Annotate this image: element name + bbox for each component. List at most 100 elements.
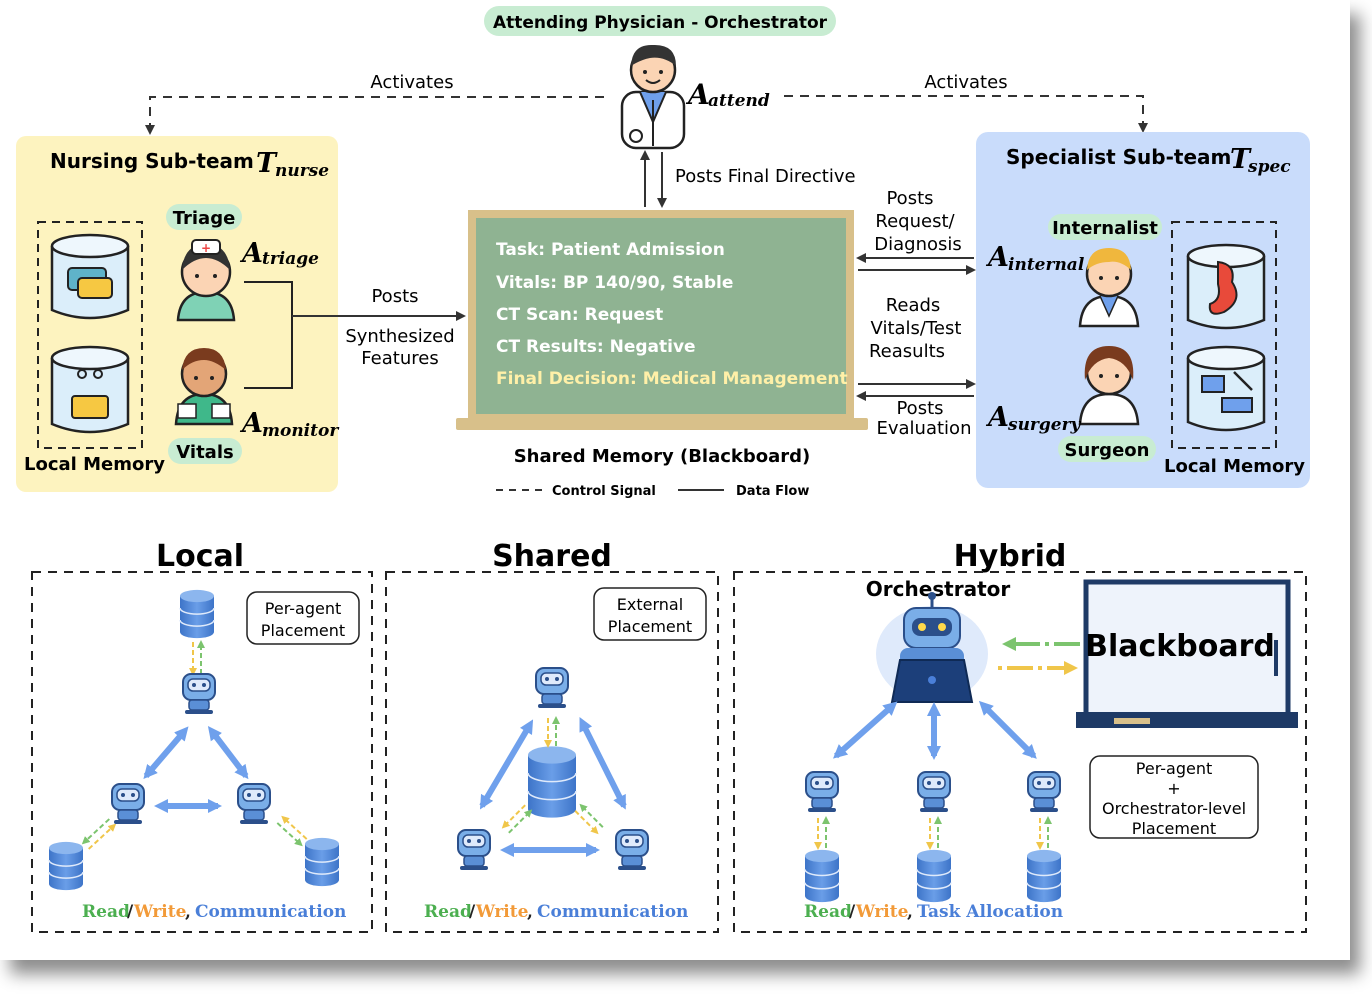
local-agent-left [111, 783, 145, 824]
reads-line1: Reads [886, 295, 941, 316]
triage-symbol: A [239, 238, 263, 269]
shared-memory-caption: Shared Memory (Blackboard) [514, 446, 811, 467]
hybrid-agent-2 [917, 771, 951, 812]
local-title: Local [156, 539, 244, 574]
legend-data-label: Data Flow [736, 484, 809, 499]
bb-line-ctscan: CT Scan: Request [496, 305, 663, 325]
local-right-db-arrow-read [276, 822, 303, 847]
internalist-doctor-icon [1078, 248, 1140, 328]
local-legend-comma: , [185, 902, 191, 922]
hybrid-legend-comma: , [907, 902, 913, 922]
blackboard-surface [476, 218, 846, 414]
local-legend-slash: / [127, 902, 134, 922]
bb-line-ctresults: CT Results: Negative [496, 337, 696, 357]
hybrid-db-1 [804, 849, 840, 903]
surgeon-pill-label: Surgeon [1065, 440, 1150, 461]
hybrid-orchestrator-label: Orchestrator [866, 577, 1011, 601]
shared-title: Shared [492, 539, 612, 574]
local-comm-arrow-left [143, 726, 189, 780]
local-db-top [179, 589, 215, 639]
hybrid-legend-slash: / [849, 902, 856, 922]
internal-symbol: A [985, 242, 1009, 273]
features-label: Features [361, 348, 438, 369]
nursing-team-symbol: T [256, 148, 278, 179]
orchestrator-pill [484, 6, 836, 36]
nursing-local-memory-box [37, 221, 143, 449]
hybrid-agent-graph [804, 700, 1062, 903]
hybrid-placement-box [1089, 755, 1259, 839]
hybrid-blackboard-label: Blackboard [1085, 629, 1275, 664]
hybrid-box-line1: Per-agent [1136, 759, 1212, 778]
hybrid-task-arrow-right [978, 700, 1037, 759]
bb-line-final: Final Decision: Medical Management [496, 369, 848, 389]
surgeon-doctor-icon [1078, 346, 1140, 426]
posts-final-directive-label: Posts Final Directive [675, 166, 856, 187]
reads-line2: Vitals/Test [871, 318, 962, 339]
shared-legend-write: Write [475, 902, 529, 922]
shared-legend-slash: / [469, 902, 476, 922]
specialist-team-symbol: T [1230, 144, 1252, 175]
stomach-database-icon [1186, 243, 1266, 330]
hybrid-legend-read: Read [804, 902, 852, 922]
req-line1: Posts [886, 188, 933, 209]
attend-subscript: attend [708, 91, 770, 111]
hybrid-box-line2: + [1167, 779, 1180, 798]
surgery-subscript: surgery [1007, 415, 1082, 435]
activates-right-label: Activates [924, 72, 1007, 93]
shared-agent-left [457, 829, 491, 870]
hybrid-legend-task: Task Allocation [917, 902, 1063, 922]
shared-legend-comm: Communication [537, 902, 688, 922]
shared-right-db-arrow-write [574, 810, 599, 835]
shared-agent-graph [457, 667, 649, 870]
internal-subscript: internal [1008, 255, 1085, 275]
nurse-cross-icon: + [201, 241, 211, 255]
shared-comm-arrow-left [479, 719, 534, 810]
shared-db-center [527, 746, 577, 818]
hybrid-agent-1 [805, 771, 839, 812]
local-agent-graph [48, 589, 340, 891]
local-agent-top [182, 673, 216, 714]
specialist-title: Specialist Sub-team [1006, 145, 1231, 169]
eval-line2: Evaluation [877, 418, 972, 439]
nursing-team-subscript: nurse [275, 161, 329, 181]
shared-left-db-arrow-read [508, 809, 533, 834]
eval-line1: Posts [896, 398, 943, 419]
architecture-diagram: Attending Physician - Orchestrator A att… [16, 6, 1310, 933]
triage-subscript: triage [262, 249, 319, 269]
bb-line-task: Task: Patient Admission [496, 240, 725, 260]
posts-label: Posts [371, 286, 418, 307]
local-box-line2: Placement [261, 621, 345, 640]
local-db-right [304, 837, 340, 887]
surgery-symbol: A [985, 402, 1009, 433]
bb-line-vitals: Vitals: BP 140/90, Stable [496, 273, 733, 293]
specialist-local-memory-box [1171, 221, 1277, 449]
blackboard-ledge [456, 418, 868, 430]
local-agent-right [237, 783, 271, 824]
shared-placement-box [593, 587, 707, 641]
surgeon-pill [1058, 436, 1156, 462]
hybrid-db-3 [1026, 849, 1062, 903]
shared-agent-top [535, 667, 569, 708]
nursing-local-memory-label: Local Memory [24, 454, 165, 475]
attending-physician-icon [620, 44, 686, 150]
nursing-title: Nursing Sub-team [50, 149, 254, 173]
local-db-left [48, 841, 84, 891]
hybrid-legend-write: Write [855, 902, 909, 922]
monitor-nurse-icon [174, 348, 234, 426]
monitor-database-icon [50, 345, 130, 434]
internalist-pill [1048, 214, 1162, 240]
triage-pill-label: Triage [173, 208, 236, 229]
triage-nurse-icon: + [176, 239, 236, 322]
monitor-subscript: monitor [262, 421, 339, 441]
hybrid-box-line4: Placement [1132, 819, 1216, 838]
local-placement-box [246, 591, 360, 645]
specialist-local-memory-label: Local Memory [1164, 456, 1305, 477]
specialist-team-subscript: spec [1247, 157, 1291, 177]
chat-database-icon [50, 233, 130, 320]
shared-comm-arrow-right [579, 717, 627, 810]
activates-left-label: Activates [370, 72, 453, 93]
shared-right-db-arrow-read [579, 803, 604, 828]
synthesized-label: Synthesized [345, 326, 454, 347]
nursing-merge-bracket [244, 281, 293, 389]
vitals-pill-label: Vitals [176, 442, 233, 463]
